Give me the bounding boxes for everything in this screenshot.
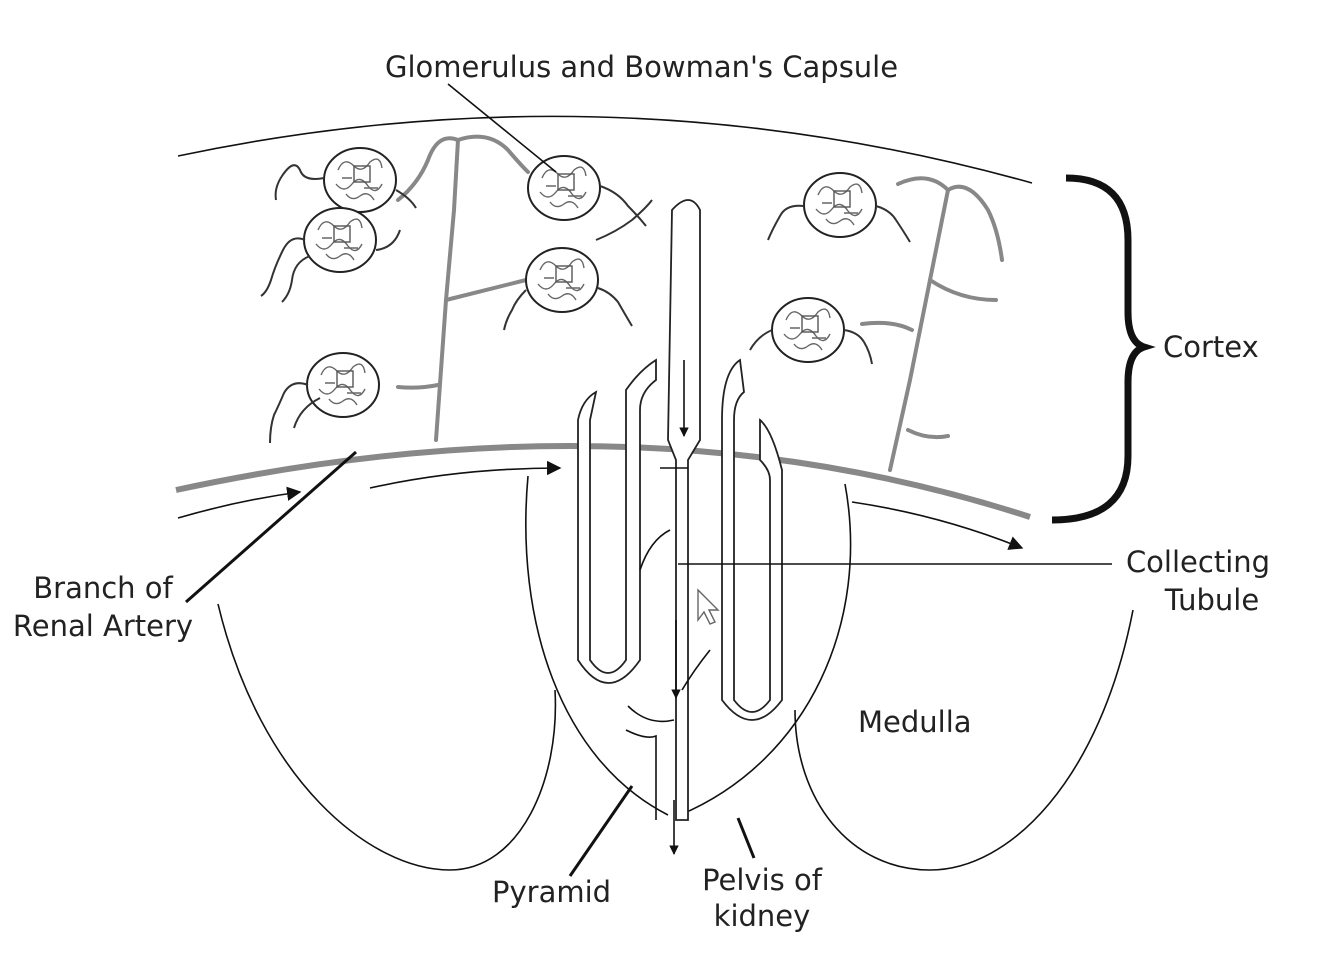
corticomedullary-boundary: [175, 442, 1031, 520]
glomerulus: [525, 247, 599, 313]
flow-arrow: [177, 486, 302, 519]
pyramid-right: [794, 609, 1134, 871]
pelvis-pointer-line: [736, 817, 756, 859]
label-medulla: Medulla: [858, 705, 972, 739]
glomerulus: [323, 147, 397, 213]
label-branch-renal-artery: Renal Artery: [13, 609, 193, 643]
flow-arrow: [369, 460, 562, 489]
label-cortex: Cortex: [1163, 330, 1259, 364]
glomerulus: [527, 155, 601, 221]
arterioles: [260, 164, 911, 444]
cortex-outer-boundary: [177, 115, 1033, 184]
glomerulus: [303, 207, 377, 273]
pyramid-left: [217, 603, 557, 871]
label-pelvis-of-kidney: kidney: [714, 899, 811, 933]
glomerulus-pointer-line: [447, 83, 557, 173]
glomerulus: [771, 297, 845, 363]
mouse-cursor-icon: [697, 588, 720, 625]
pyramid-center-left: [525, 475, 669, 816]
glomerulus: [306, 352, 380, 418]
branch-renal-artery-pointer-line: [185, 450, 357, 604]
cortex-brace: [1051, 174, 1156, 524]
label-glomerulus: Glomerulus and Bowman's Capsule: [385, 50, 898, 84]
pyramid-center-right: [679, 483, 852, 816]
pyramid-pointer-line: [568, 785, 634, 877]
interlobular-vessels: [396, 134, 1004, 472]
glomerulus: [803, 172, 877, 238]
label-pyramid: Pyramid: [492, 875, 611, 909]
label-collecting-tubule: Collecting: [1126, 545, 1270, 579]
flow-arrow: [851, 501, 1024, 550]
label-collecting-tubule: Tubule: [1164, 583, 1259, 617]
label-pelvis-of-kidney: Pelvis of: [702, 863, 823, 897]
label-branch-renal-artery: Branch of: [33, 571, 173, 605]
